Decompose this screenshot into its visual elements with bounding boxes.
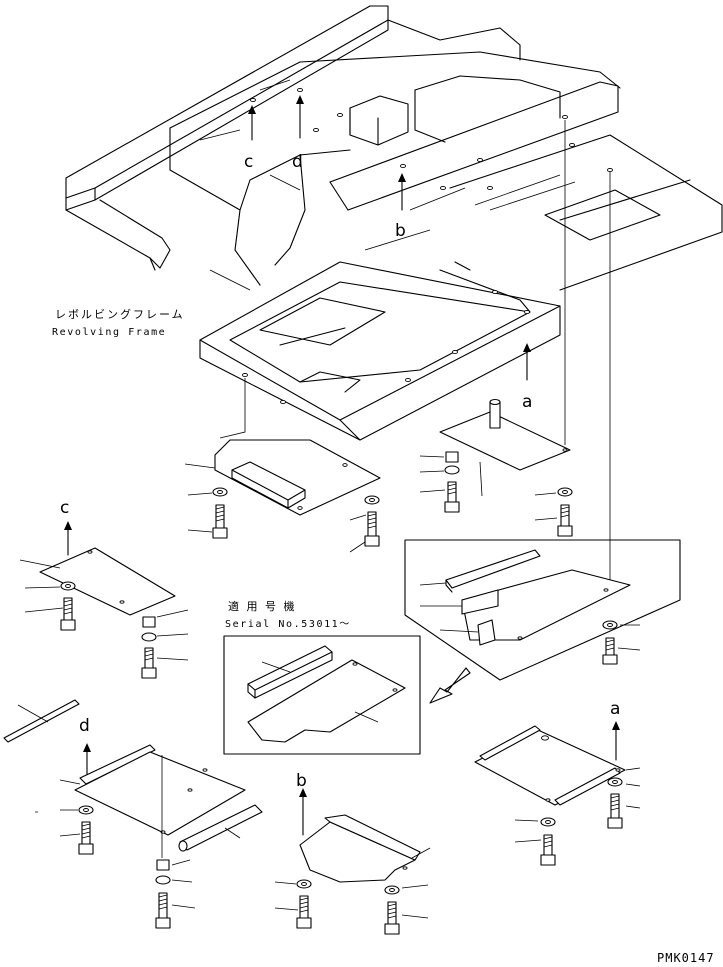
frame-bolt-holes (242, 87, 613, 405)
right-assembly-box (404, 539, 681, 704)
callout-a-plate: a (610, 699, 620, 719)
serial-label-ja: 適 用 号 機 (228, 599, 297, 613)
cover-plate-with-bar (184, 439, 381, 516)
revolving-frame (65, 5, 723, 590)
serial-parts-box (223, 635, 421, 755)
frame-name-en: Revolving Frame (52, 327, 166, 338)
callout-b-plate: b (296, 771, 307, 791)
plate-a-lower: a (474, 699, 641, 866)
bolt-set-1 (187, 487, 228, 539)
frame-name-ja: レボルビングフレーム (55, 307, 185, 321)
callout-b-frame: b (395, 221, 406, 241)
plate-d: d (3, 699, 263, 929)
callout-a-frame: a (522, 392, 532, 412)
plate-b: b (274, 771, 431, 935)
callout-c-plate: c (60, 498, 69, 518)
callout-d-plate: d (79, 716, 90, 736)
bolt-set-2 (349, 495, 380, 553)
serial-note: 適 用 号 機 Serial No.53011〜 (223, 599, 421, 755)
frame-callouts: c d b a (244, 95, 532, 412)
frame-label: レボルビングフレーム Revolving Frame (52, 307, 185, 338)
callout-d-frame: d (292, 152, 303, 172)
plate-c: c (19, 498, 189, 679)
serial-label-en: Serial No.53011〜 (225, 619, 351, 630)
drawing-code: PMK0147 (657, 951, 715, 965)
callout-c-frame: c (244, 152, 253, 172)
cover-plate-a (419, 398, 573, 537)
